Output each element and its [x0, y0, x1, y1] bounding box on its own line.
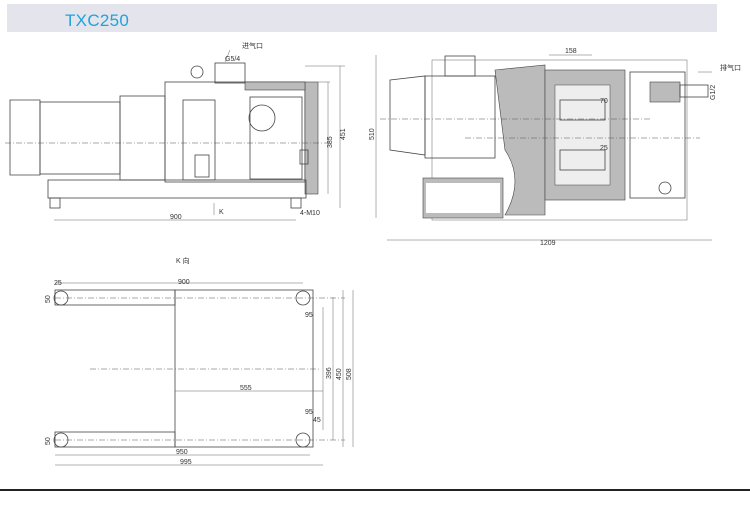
intake-size: G5/4: [225, 56, 240, 63]
lifting-eye: [190, 65, 204, 79]
dim-50-bottom: 50: [45, 437, 52, 445]
dim-50-top: 50: [45, 295, 52, 303]
dim-70: 70: [600, 98, 608, 105]
dim-25: 25: [600, 145, 608, 152]
base-frame: [47, 179, 307, 199]
view-marker-k: K: [219, 209, 224, 216]
bolt-spec: 4-M10: [300, 210, 320, 217]
exhaust-filter: [649, 81, 681, 103]
dim-95-upper: 95: [305, 312, 313, 319]
side-view: 进气口 G5/4 385 451 900 K 4-M10: [5, 41, 347, 221]
dim-450: 450: [336, 368, 343, 380]
intake-port: [214, 62, 246, 84]
dim-158: 158: [565, 48, 577, 55]
silencer-hatched: [304, 81, 319, 195]
dim-510: 510: [369, 128, 376, 140]
dim-995: 995: [180, 459, 192, 466]
dim-900: 900: [170, 214, 182, 221]
dim-508: 508: [346, 368, 353, 380]
motor-body: [39, 101, 121, 175]
exhaust-port: [679, 84, 709, 98]
k-view: K 向 25 900 50 95 555 396 450 508 95 45 5…: [45, 256, 354, 466]
dim-25: 25: [54, 280, 62, 287]
dim-396: 396: [326, 367, 333, 379]
motor-body: [424, 75, 496, 159]
intake-label: 进气口: [242, 41, 263, 50]
exhaust-size: G1/2: [710, 85, 717, 100]
dim-555: 555: [240, 385, 252, 392]
section-view: 158 70 25 排气口 G1/2 510 1209: [369, 48, 741, 247]
dim-95-lower: 95: [305, 409, 313, 416]
bottom-divider: [0, 489, 750, 491]
dim-1209: 1209: [540, 240, 556, 247]
dim-385: 385: [327, 136, 334, 148]
dim-45: 45: [313, 417, 321, 424]
dim-451: 451: [340, 128, 347, 140]
title-bar: TXC250: [7, 4, 717, 32]
dim-900: 900: [178, 279, 190, 286]
separator-housing: [629, 71, 686, 199]
model-title: TXC250: [65, 11, 130, 30]
motor-fan-cover: [9, 99, 41, 176]
exhaust-label: 排气口: [720, 63, 741, 72]
dim-950: 950: [176, 449, 188, 456]
k-view-title: K 向: [176, 256, 190, 265]
base-outline: [174, 289, 314, 448]
motor-fan-cover: [389, 75, 426, 156]
